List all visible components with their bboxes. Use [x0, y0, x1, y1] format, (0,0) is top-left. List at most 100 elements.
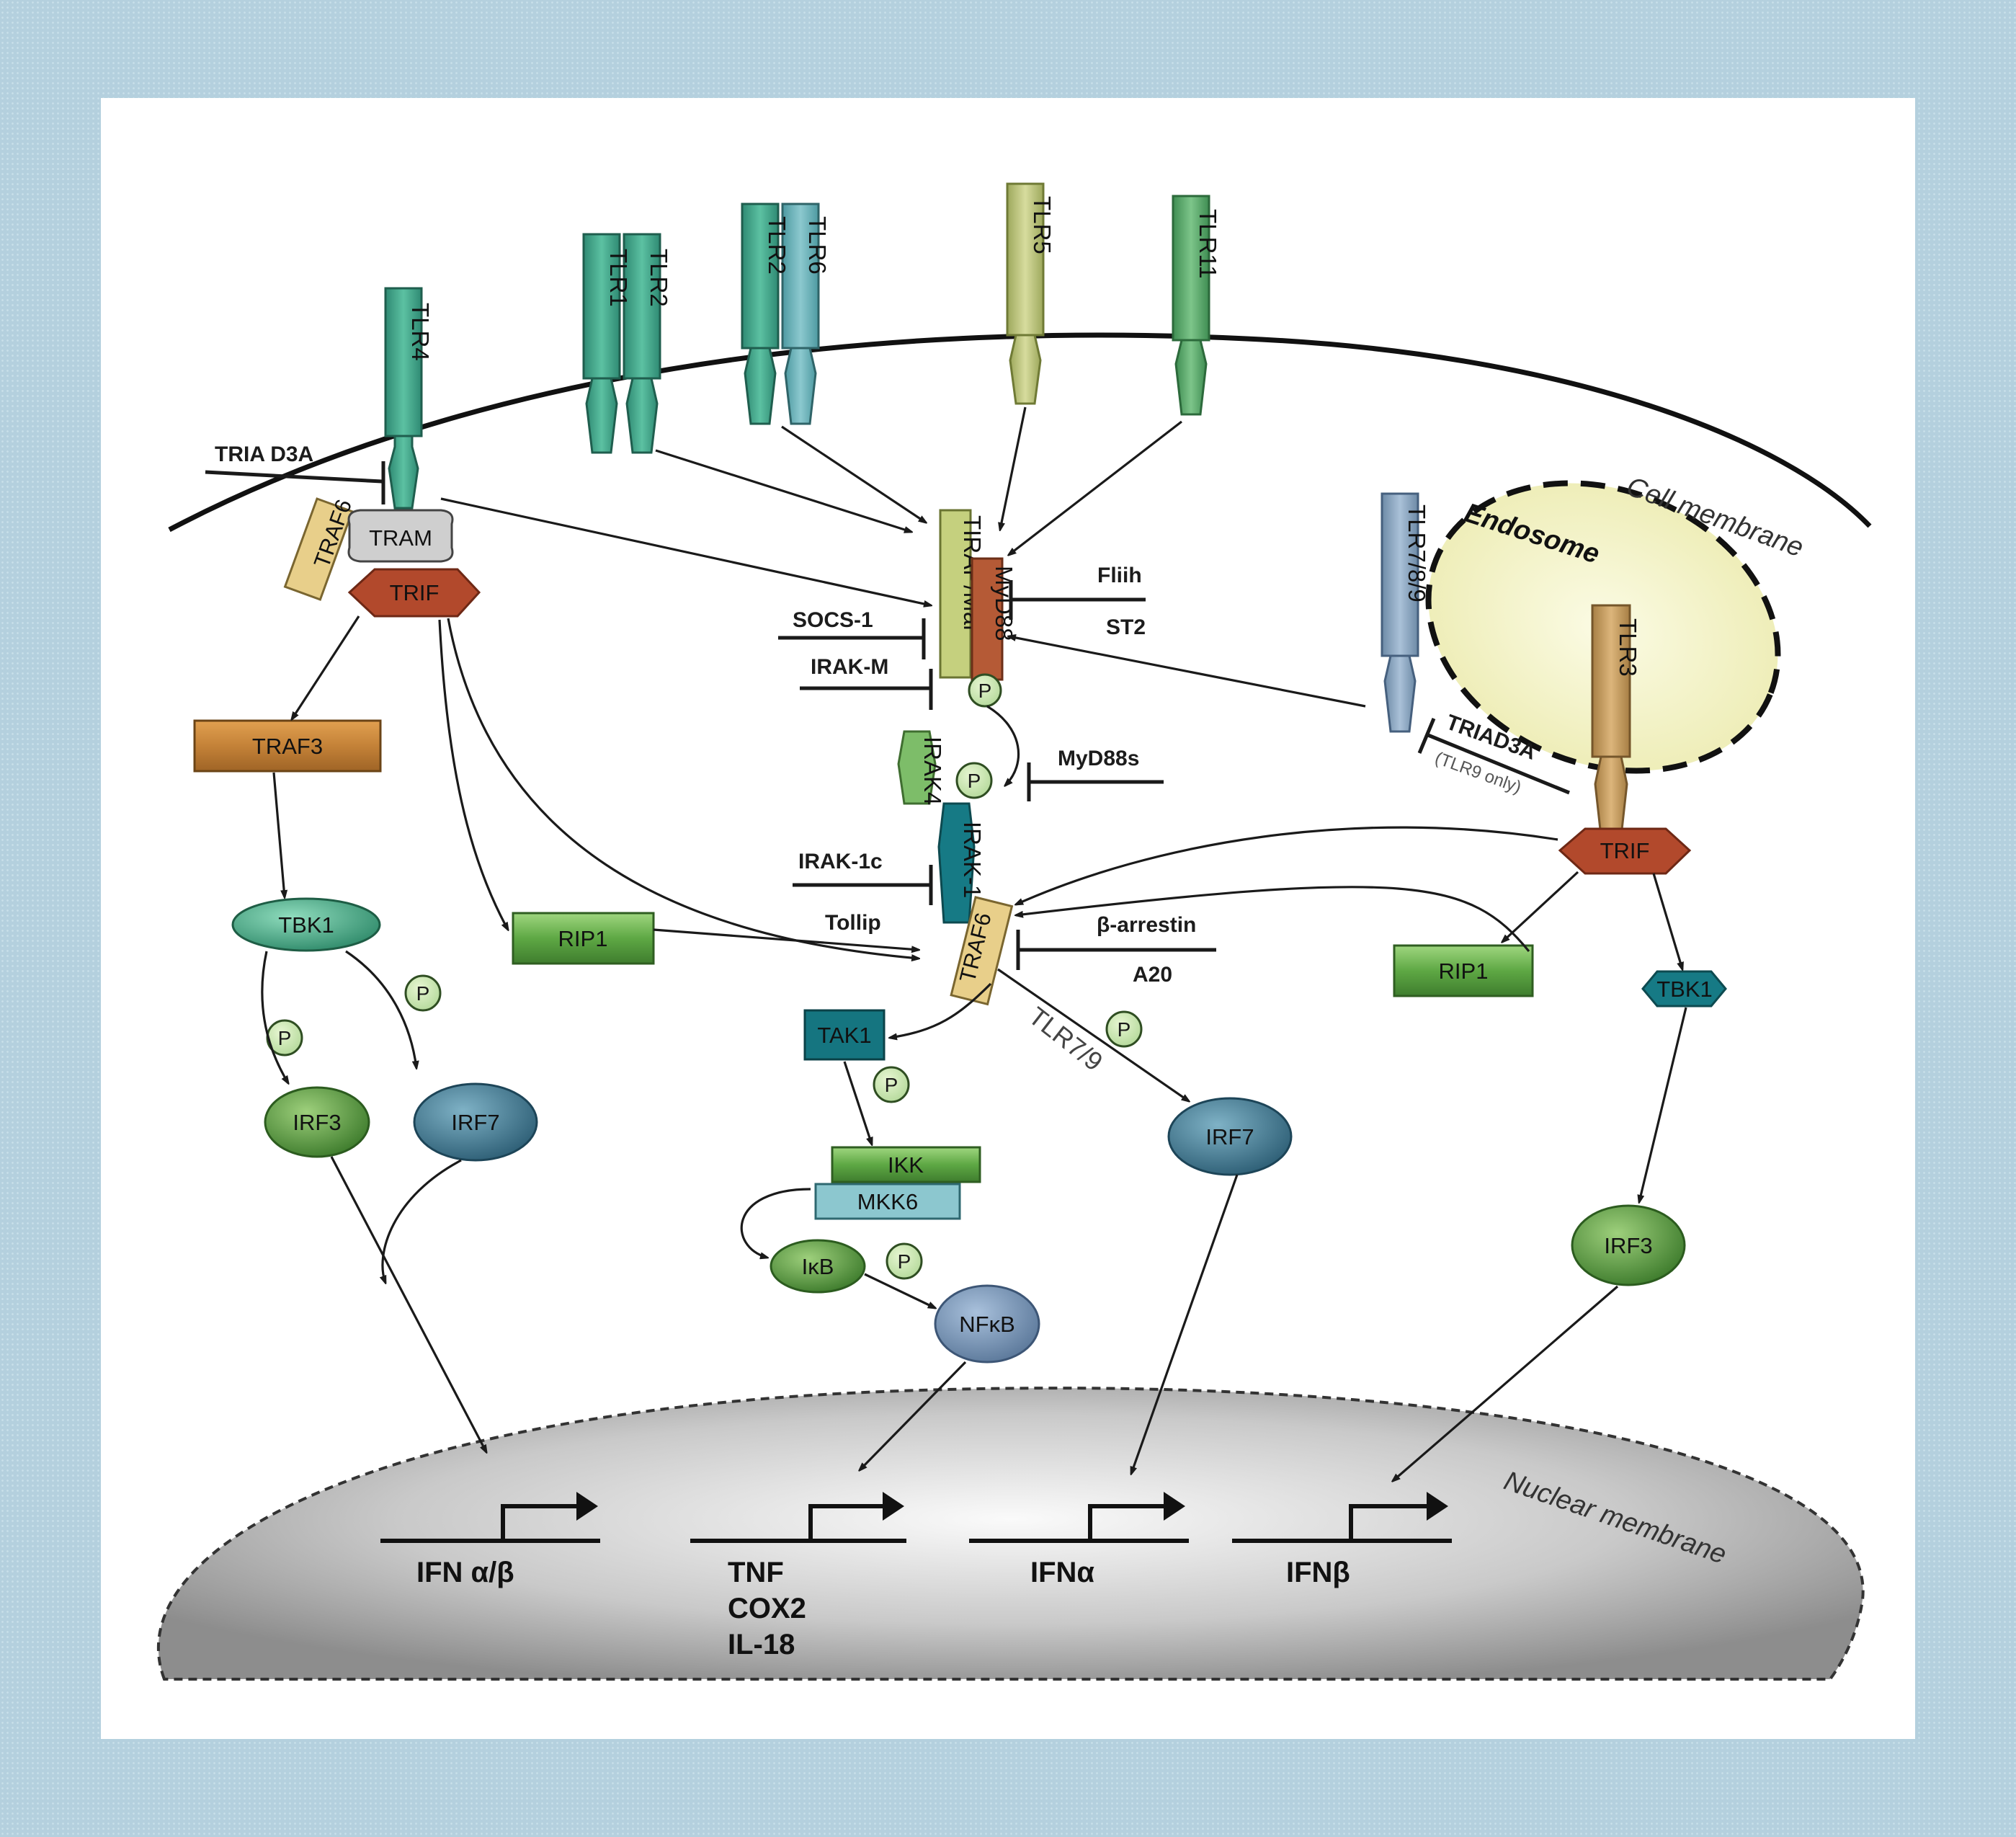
tlr11-label: TLR11 [1195, 209, 1221, 279]
st2-label: ST2 [1106, 615, 1146, 639]
arrow-traf3-tbk1 [272, 772, 285, 897]
tram-label: TRAM [369, 525, 432, 551]
tlr2-label-a: TLR2 [646, 249, 672, 307]
promoter-tnf [690, 1504, 906, 1543]
promoter-ifnb [1232, 1504, 1452, 1543]
promoter-arrowheads [576, 1492, 1448, 1521]
promoters [380, 1504, 1452, 1543]
irak1c-inhibitor [793, 865, 933, 905]
rip1-right-node: RIP1 [1393, 944, 1534, 997]
arrow-ikk-ikb [740, 1188, 811, 1258]
tbk1-right-label: TBK1 [1656, 977, 1713, 1002]
fliih-st2-inhibitor [1009, 580, 1146, 620]
arrow-irf7-left-merge [383, 1159, 462, 1283]
nfkb-node: NFκB [934, 1284, 1040, 1364]
arrow-tbk1-irf7-left [345, 950, 416, 1068]
arrow-traf6-irf7 [997, 968, 1189, 1101]
b-arrestin-a20-inhibitor [1016, 930, 1216, 970]
rip1-right-label: RIP1 [1439, 958, 1489, 984]
phospho-marker: P [266, 1019, 303, 1057]
phospho-marker: P [1105, 1010, 1143, 1048]
promoter-ifnab [380, 1504, 600, 1543]
irak1-label: IRAK-1 [959, 822, 986, 898]
trif-left-node: TRIF [347, 568, 481, 618]
arrow-tlr11-myd88 [1009, 420, 1182, 555]
arrow-trif-tbk1-right [1652, 873, 1682, 969]
arrow-tlr5-myd88 [1000, 406, 1027, 530]
myd88s-label: MyD88s [1058, 747, 1139, 770]
arrow-tbk1-irf3-right [1639, 1007, 1687, 1202]
tlr6-label: TLR6 [804, 216, 831, 275]
gene-il18: IL-18 [728, 1629, 795, 1660]
gene-ifna: IFNα [1030, 1557, 1094, 1588]
traf3-node: TRAF3 [193, 719, 382, 773]
socs1-label: SOCS-1 [793, 608, 873, 632]
myd88-node: MyD88 [971, 557, 1017, 681]
arrow-p-autoloop [986, 705, 1020, 786]
phospho-label: P [978, 680, 992, 702]
socs1-inhibitor [778, 618, 926, 659]
triad3a-left-label: TRIA D3A [215, 442, 313, 466]
arrow-trif-traf6-right [1016, 826, 1558, 904]
trif-right-node: TRIF [1558, 827, 1692, 875]
phospho-marker: P [968, 673, 1002, 708]
arrow-irf3-ifnab [330, 1156, 486, 1452]
phospho-label: P [416, 982, 430, 1005]
arrow-trif-rip1-right [1502, 871, 1579, 942]
phospho-label: P [278, 1027, 292, 1049]
arrow-trif-rip1 [438, 619, 508, 930]
phospho-marker: P [886, 1242, 923, 1280]
ikk-node: IKK [831, 1146, 981, 1183]
phospho-marker: P [873, 1066, 910, 1103]
phospho-label: P [898, 1250, 911, 1273]
nucleus [156, 1387, 1865, 1681]
tlr2-tlr6-receptor: TLR2 TLR6 [741, 203, 831, 425]
rip1-left-node: RIP1 [512, 912, 655, 965]
tlr789-receptor: TLR7/8/9 [1381, 492, 1430, 733]
mkk6-label: MKK6 [857, 1189, 918, 1214]
arrow-irf3-ifnb [1393, 1285, 1619, 1481]
tlr5-label: TLR5 [1029, 196, 1056, 254]
arrows [261, 406, 1687, 1481]
phospho-label: P [885, 1074, 898, 1096]
arrow-trif-traf3 [292, 615, 360, 719]
tollip-label: Tollip [825, 911, 881, 935]
gene-cox2: COX2 [728, 1593, 806, 1624]
tlr3-label: TLR3 [1615, 618, 1641, 677]
phospho-marker: P [955, 762, 993, 799]
irak1-node: IRAK-1 [937, 802, 986, 924]
triad3a-right-inhibitor [1417, 718, 1570, 795]
tbk1-right-node: TBK1 [1641, 970, 1727, 1008]
arrow-tlr789-myd88 [1009, 636, 1366, 708]
trif-left-label: TRIF [390, 580, 440, 605]
tlr1-tlr2-receptor: TLR1 TLR2 [582, 233, 672, 454]
tak1-label: TAK1 [817, 1023, 871, 1048]
arrow-ikb-nfkb [864, 1273, 935, 1308]
arrow-trif-traf6 [447, 618, 919, 958]
trif-right-label: TRIF [1600, 838, 1650, 863]
a20-label: A20 [1133, 963, 1172, 987]
arrow-tlr26-myd88 [781, 425, 926, 522]
ikb-node: IκB [770, 1239, 866, 1294]
tlr1-label: TLR1 [605, 249, 632, 307]
irf3-left-node: IRF3 [264, 1086, 370, 1158]
irf3-right-node: IRF3 [1571, 1204, 1686, 1286]
arrow-rip1-traf6 [653, 928, 919, 950]
arrow-tlr12-myd88 [655, 449, 911, 532]
myd88-label: MyD88 [991, 566, 1017, 641]
arrow-tbk1-irf3-left [261, 951, 288, 1083]
irak4-label: IRAK4 [919, 737, 946, 805]
irf7-center-label: IRF7 [1205, 1124, 1254, 1149]
irf3-left-label: IRF3 [293, 1110, 341, 1135]
gene-ifnab: IFN α/β [416, 1557, 514, 1588]
tbk1-left-node: TBK1 [231, 897, 381, 952]
tlr4-label: TLR4 [407, 303, 434, 361]
tbk1-left-label: TBK1 [278, 912, 334, 938]
gene-ifnb: IFNβ [1286, 1557, 1350, 1588]
irf3-right-label: IRF3 [1604, 1233, 1652, 1258]
traf3-label: TRAF3 [252, 734, 323, 759]
cell-membrane [168, 332, 1872, 533]
phospho-label: P [968, 770, 981, 792]
